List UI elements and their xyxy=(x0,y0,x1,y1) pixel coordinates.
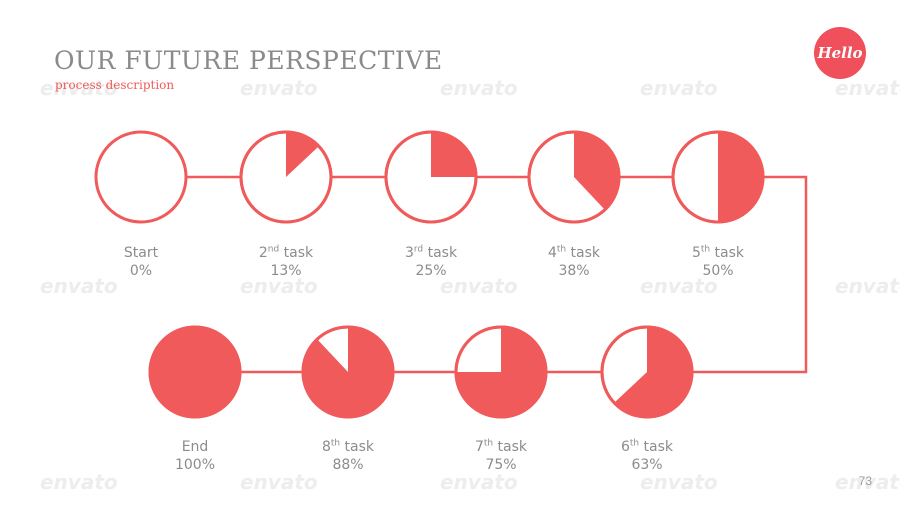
step-percent: 0% xyxy=(129,263,153,279)
circle-outline xyxy=(94,130,188,224)
step-name-text: task xyxy=(423,245,458,261)
step-label-9: End 100% xyxy=(135,438,255,474)
progress-circle-9 xyxy=(148,325,242,419)
step-percent: 25% xyxy=(415,263,447,279)
step-ordinal-suffix: th xyxy=(556,244,567,255)
step-percent: 50% xyxy=(702,263,734,279)
step-name: 7th task xyxy=(441,438,561,456)
step-ordinal-suffix: th xyxy=(330,438,341,449)
step-name: 4th task xyxy=(514,244,634,262)
step-percent: 88% xyxy=(332,457,364,473)
progress-fill xyxy=(302,327,393,417)
progress-fill xyxy=(148,325,242,419)
circle-ring xyxy=(239,130,333,224)
progress-fill xyxy=(286,132,319,177)
step-name: End xyxy=(181,439,209,455)
step-percent: 38% xyxy=(558,263,590,279)
step-name: 6th task xyxy=(587,438,707,456)
progress-circle-4 xyxy=(527,130,621,224)
circle-ring xyxy=(454,325,548,419)
step-percent: 75% xyxy=(485,457,517,473)
progress-circle-5 xyxy=(671,130,765,224)
progress-fill xyxy=(614,327,693,417)
step-name: 5th task xyxy=(658,244,778,262)
progress-fill xyxy=(456,327,546,417)
step-ordinal: 2 xyxy=(258,245,268,261)
step-name-text: task xyxy=(493,439,528,455)
progress-fill xyxy=(431,132,476,177)
progress-circle-7 xyxy=(454,325,548,419)
progress-fill xyxy=(718,132,763,222)
step-name: Start xyxy=(123,245,159,261)
hello-logo: Hello xyxy=(814,27,866,79)
step-name-text: task xyxy=(340,439,375,455)
step-label-1: Start 0% xyxy=(81,244,201,280)
step-name-text: task xyxy=(710,245,745,261)
circle-ring xyxy=(384,130,478,224)
step-ordinal: 7 xyxy=(474,439,484,455)
step-percent: 100% xyxy=(174,457,216,473)
progress-circle-6 xyxy=(600,325,694,419)
step-name-text: task xyxy=(279,245,314,261)
step-ordinal-suffix: rd xyxy=(413,244,424,255)
progress-circle-3 xyxy=(384,130,478,224)
page-subtitle: process description xyxy=(55,78,175,92)
progress-circle-1 xyxy=(94,130,188,224)
page-number: 73 xyxy=(858,474,872,488)
progress-circle-2 xyxy=(239,130,333,224)
step-ordinal: 3 xyxy=(404,245,414,261)
step-ordinal: 4 xyxy=(547,245,557,261)
circle-ring xyxy=(301,325,395,419)
progress-circle-8 xyxy=(301,325,395,419)
step-ordinal-suffix: th xyxy=(700,244,711,255)
step-name: 3rd task xyxy=(371,244,491,262)
circle-ring xyxy=(527,130,621,224)
step-ordinal: 6 xyxy=(620,439,630,455)
step-ordinal-suffix: nd xyxy=(267,244,280,255)
step-ordinal: 8 xyxy=(321,439,331,455)
page-title: OUR FUTURE PERSPECTIVE xyxy=(54,46,443,75)
circle-ring xyxy=(600,325,694,419)
step-name: 2nd task xyxy=(226,244,346,262)
step-name-text: task xyxy=(639,439,674,455)
step-name-text: task xyxy=(566,245,601,261)
circle-ring xyxy=(671,130,765,224)
step-ordinal: 5 xyxy=(691,245,701,261)
step-ordinal-suffix: th xyxy=(629,438,640,449)
step-name: 8th task xyxy=(288,438,408,456)
progress-fill xyxy=(574,132,620,210)
step-percent: 13% xyxy=(270,263,302,279)
step-percent: 63% xyxy=(631,457,663,473)
step-ordinal-suffix: th xyxy=(483,438,494,449)
